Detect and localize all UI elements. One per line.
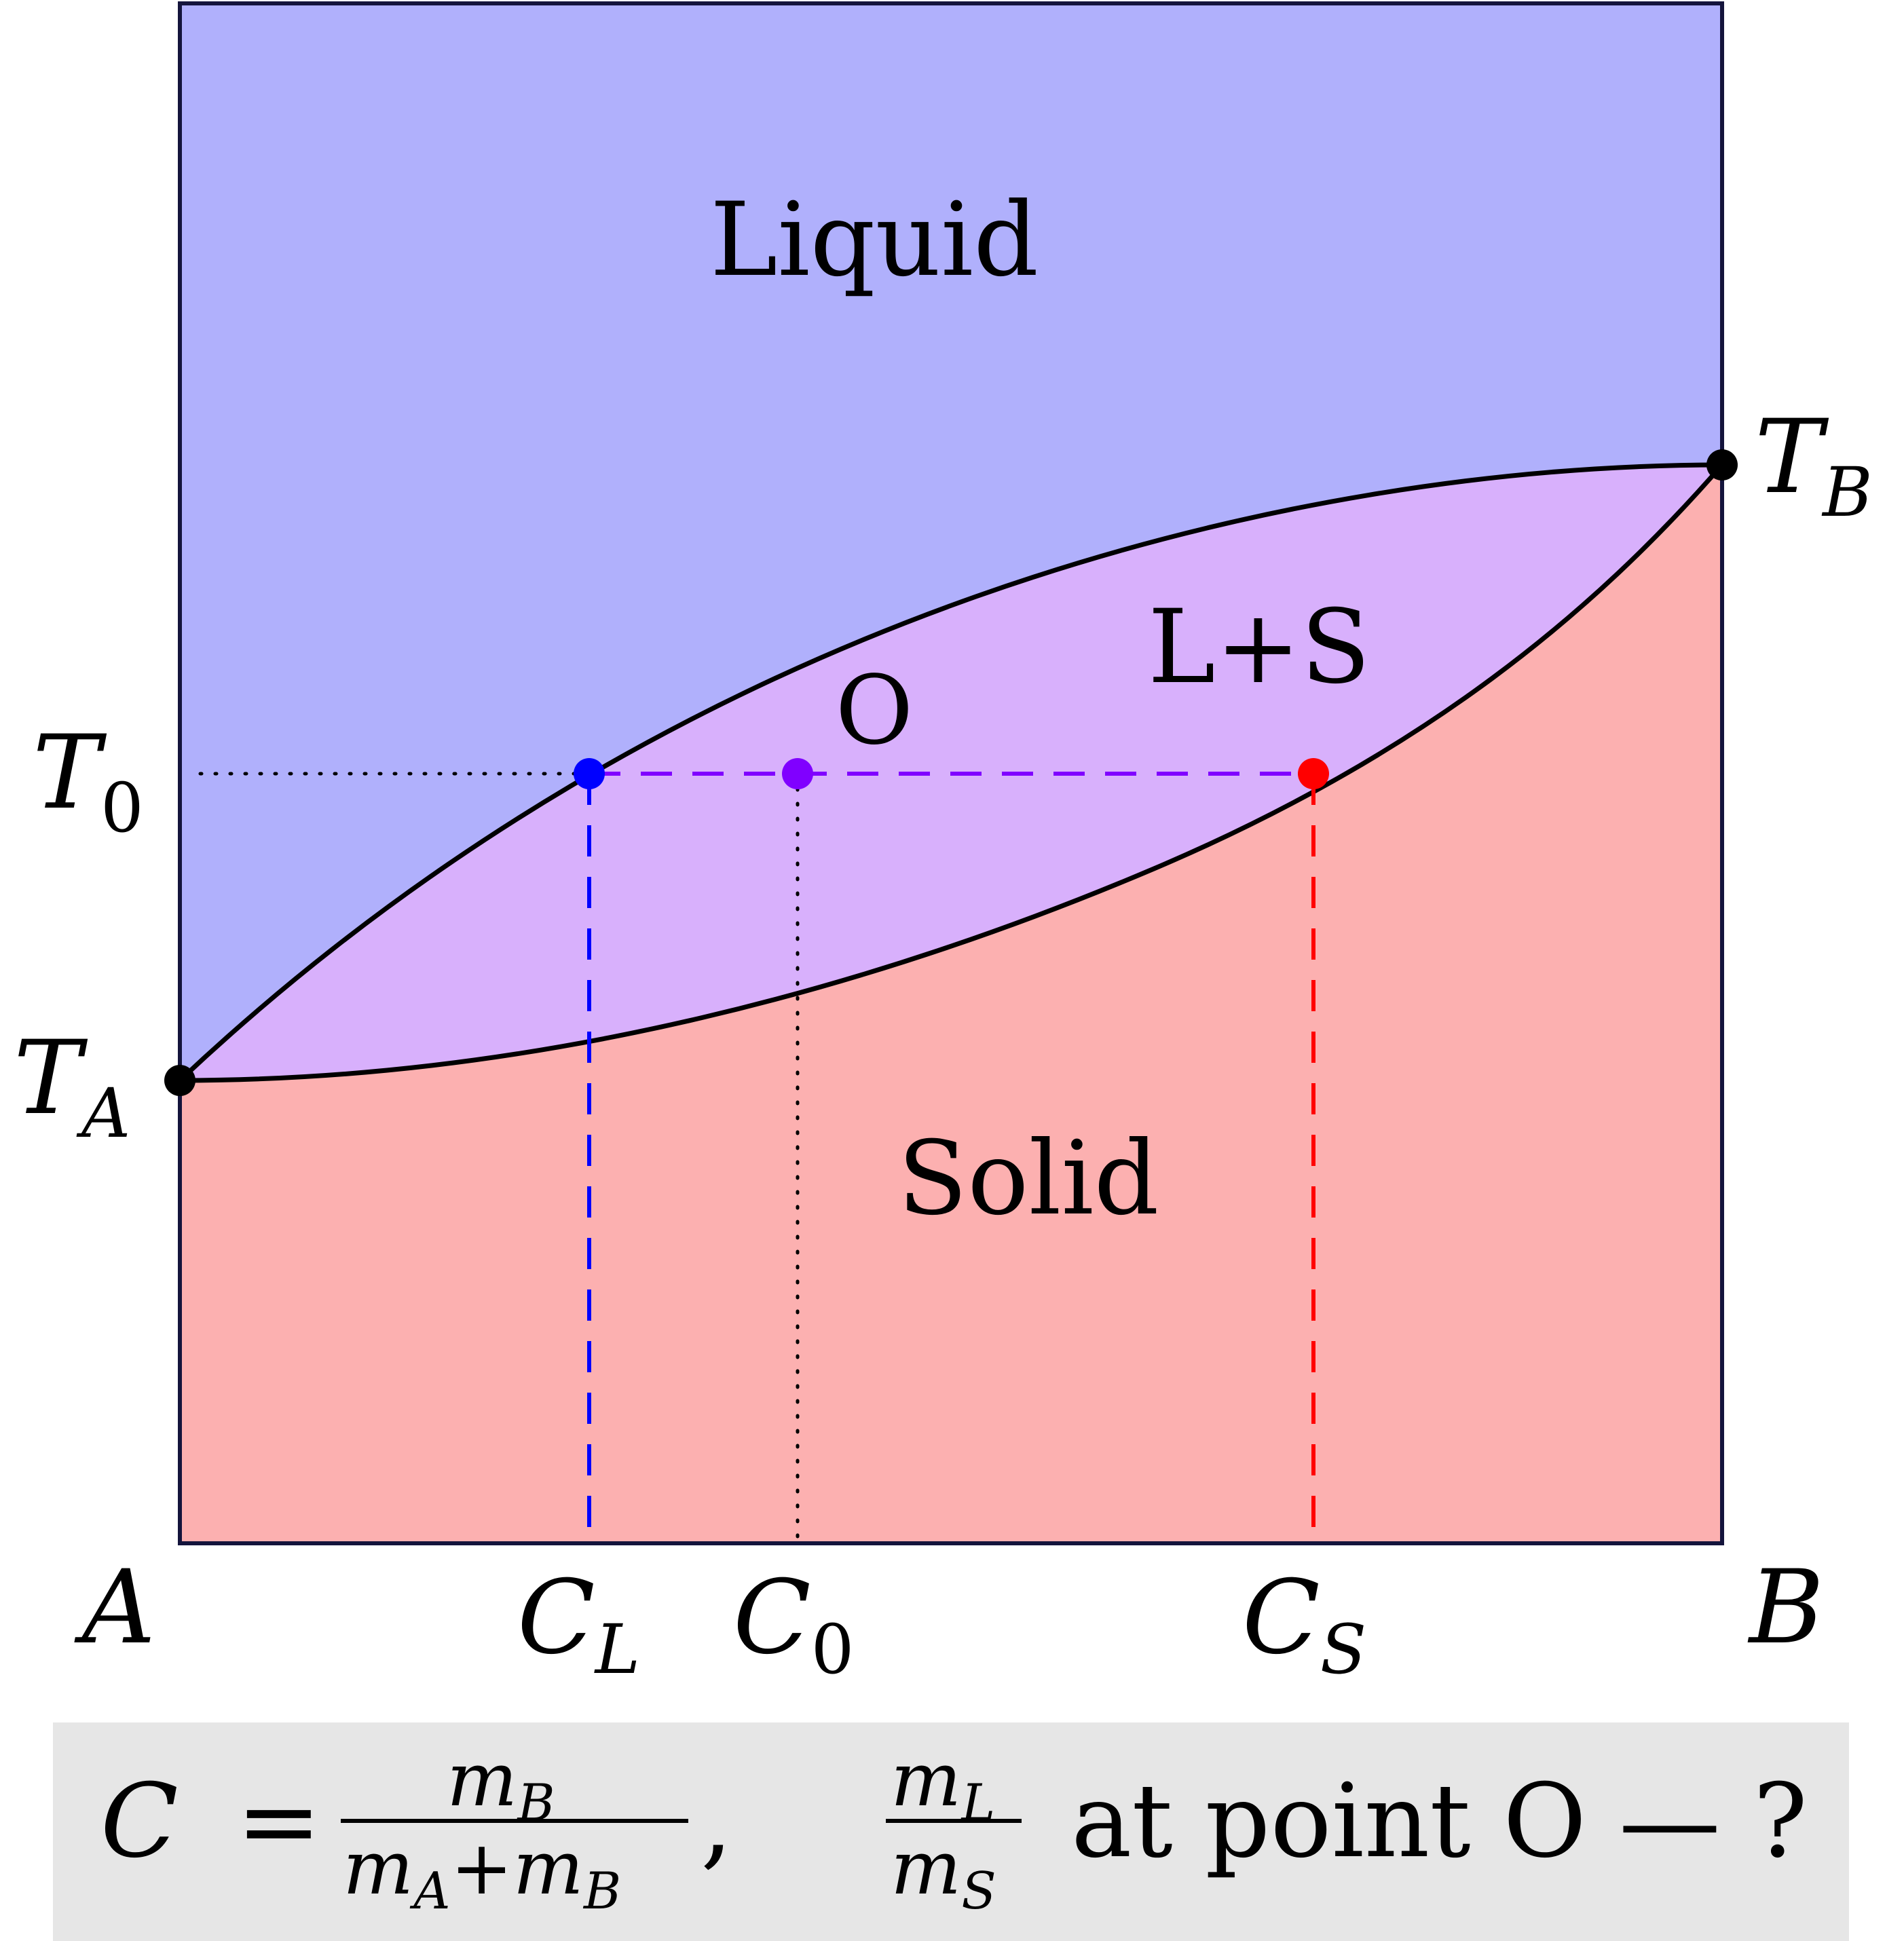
ratio-denominator: mS	[891, 1824, 996, 1921]
t0-label: T0	[33, 714, 144, 848]
point-o	[782, 758, 813, 789]
formula-equals: =	[236, 1763, 322, 1881]
axis-label-a: A	[74, 1549, 155, 1667]
formula-box	[53, 1722, 1849, 1941]
c0-label: C0	[733, 1559, 854, 1689]
cs-label: CS	[1242, 1559, 1366, 1689]
cl-label: CL	[517, 1559, 640, 1689]
formula-comma: ,	[701, 1763, 733, 1881]
cl-point	[574, 758, 605, 789]
ta-point	[164, 1065, 195, 1096]
axis-label-b: B	[1747, 1549, 1824, 1667]
solid-region	[180, 465, 1722, 1543]
liquidus-curve	[178, 462, 1723, 1082]
formula: C = mB mA+mB , mL mS at point O — ?	[100, 1736, 1808, 1921]
formula-lhs: C	[100, 1763, 179, 1881]
diagram-frame	[178, 1, 1724, 1545]
formula-question: at point O — ?	[1071, 1763, 1808, 1881]
formula-denominator: mA+mB	[343, 1824, 621, 1921]
solidus-curve	[179, 463, 1724, 1083]
liquid-label: Liquid	[710, 181, 1039, 299]
point-o-label: O	[836, 656, 914, 766]
tb-label: TB	[1755, 398, 1873, 532]
ta-label: TA	[14, 1019, 130, 1153]
solid-label: Solid	[897, 1120, 1159, 1238]
cs-point	[1298, 758, 1329, 789]
two-phase-label: L+S	[1148, 588, 1370, 706]
tb-point	[1706, 449, 1738, 480]
